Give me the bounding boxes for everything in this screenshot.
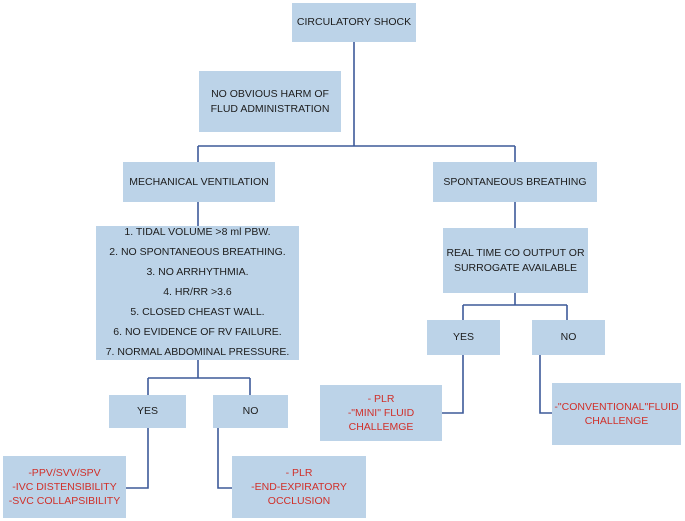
plr-mini-line-2: -"MINI" FLUID [347, 406, 415, 419]
plr-eeo-box: - PLR -END-EXPIRATORY OCCLUSION [232, 456, 366, 518]
plr-mini-fluid-box: - PLR -"MINI" FLUID CHALLEMGE [320, 385, 442, 441]
realtime-co-box: REAL TIME CO OUTPUT OR SURROGATE AVAILAB… [443, 228, 588, 293]
plr-mini-line-3: CHALLEMGE [348, 421, 414, 434]
circulatory-shock-label: CIRCULATORY SHOCK [296, 16, 412, 29]
ppv-line-2: -IVC DISTENSIBILITY [12, 480, 117, 493]
plr-eeo-line-2: -END-EXPIRATORY [251, 480, 347, 493]
criteria-item: 6. NO EVIDENCE OF RV FAILURE. [113, 325, 282, 338]
spontaneous-breathing-label: SPONTANEOUS BREATHING [443, 175, 587, 188]
ppv-line-3: -SVC COLLAPSIBILITY [8, 495, 121, 508]
no-right-label: NO [560, 331, 577, 344]
realtime-co-line-1: REAL TIME CO OUTPUT OR [446, 247, 585, 260]
criteria-box: 1. TIDAL VOLUME >8 ml PBW. 2. NO SPONTAN… [96, 226, 299, 360]
mechanical-ventilation-label: MECHANICAL VENTILATION [129, 175, 269, 188]
ppv-line-1: -PPV/SVV/SPV [28, 466, 101, 479]
no-mech-box: NO [213, 395, 288, 428]
conventional-fluid-box: -"CONVENTIONAL"FLUID CHALLENGE [552, 383, 681, 445]
yes-left-box: YES [427, 320, 500, 355]
criteria-item: 2. NO SPONTANEOUS BREATHING. [109, 246, 286, 259]
circulatory-shock-box: CIRCULATORY SHOCK [292, 3, 416, 42]
connector [217, 428, 232, 489]
no-mech-label: NO [242, 405, 259, 418]
realtime-co-line-2: SURROGATE AVAILABLE [453, 261, 578, 274]
criteria-item: 3. NO ARRHYTHMIA. [146, 266, 249, 279]
criteria-item: 4. HR/RR >3.6 [163, 286, 232, 299]
no-harm-box: NO OBVIOUS HARM OF FLUD ADMINISTRATION [199, 71, 341, 132]
no-right-box: NO [532, 320, 605, 355]
conventional-line-1: -"CONVENTIONAL"FLUID [554, 400, 679, 413]
plr-eeo-line-1: - PLR [285, 466, 313, 479]
no-harm-line-1: NO OBVIOUS HARM OF [211, 88, 329, 101]
criteria-item: 1. TIDAL VOLUME >8 ml PBW. [124, 226, 271, 239]
ppv-svv-box: -PPV/SVV/SPV -IVC DISTENSIBILITY -SVC CO… [3, 456, 126, 518]
mechanical-ventilation-box: MECHANICAL VENTILATION [123, 162, 275, 202]
no-harm-line-2: FLUD ADMINISTRATION [210, 102, 330, 115]
connector [126, 428, 149, 489]
plr-mini-line-1: - PLR [367, 392, 395, 405]
connector [442, 355, 464, 414]
yes-mech-label: YES [136, 405, 158, 418]
connector [539, 355, 552, 414]
yes-mech-box: YES [109, 395, 186, 428]
plr-eeo-line-3: OCCLUSION [267, 495, 331, 508]
spontaneous-breathing-box: SPONTANEOUS BREATHING [433, 162, 597, 202]
conventional-line-2: CHALLENGE [584, 415, 649, 427]
yes-left-label: YES [452, 331, 474, 344]
criteria-item: 7. NORMAL ABDOMINAL PRESSURE. [105, 345, 290, 358]
criteria-item: 5. CLOSED CHEAST WALL. [130, 305, 265, 318]
